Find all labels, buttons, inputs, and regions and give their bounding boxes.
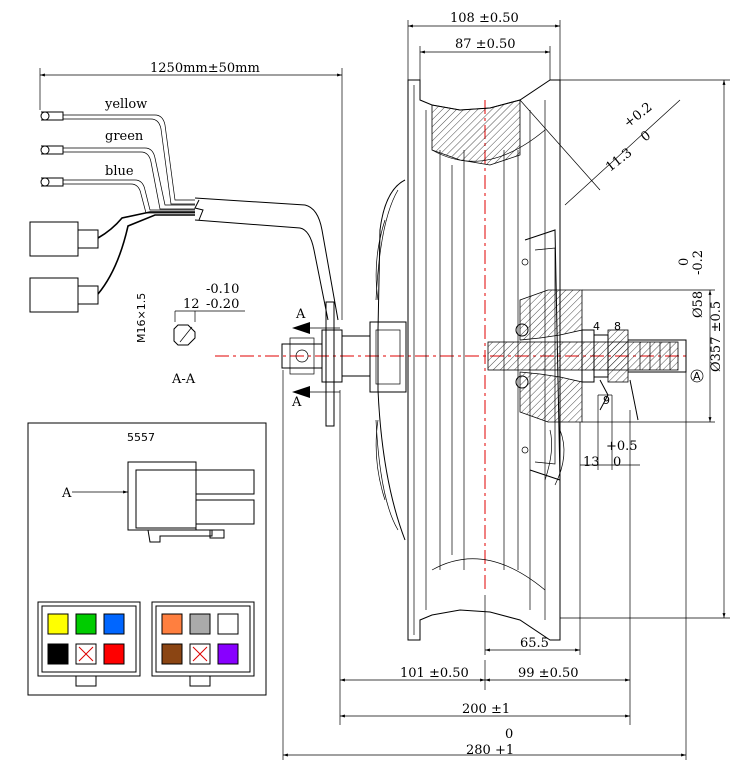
- dim-dia58-tol-upper: 0: [677, 258, 692, 266]
- ring-terminal-green: [40, 145, 64, 155]
- wire-label-yellow: yellow: [104, 97, 147, 112]
- cable-length-label: 1250mm±50mm: [150, 61, 260, 76]
- flag-connector-2: [29, 277, 79, 313]
- hub-motor-drawing: A A 108 ±0.50 87 ±0.50: [215, 11, 730, 760]
- datum-circle: [690, 369, 704, 383]
- bolt-tol-upper: -0.10: [206, 282, 239, 297]
- connector-model: 5557: [127, 431, 155, 444]
- bolt-width: 12: [183, 297, 200, 312]
- dim-dia357: Ø357 ±0.5: [709, 301, 724, 372]
- dim-13-tol-lower: 0: [613, 455, 621, 470]
- dim-9: 9: [603, 394, 610, 407]
- left-pin-3: [103, 613, 125, 635]
- bolt-section: M16×1.5 -0.10 12 -0.20 A-A: [135, 282, 245, 387]
- wire-harness: 1250mm±50mm yellow green blue: [29, 61, 343, 321]
- right-pin-3: [217, 613, 239, 635]
- right-pin-1: [161, 613, 183, 635]
- section-marker-top: A: [295, 307, 306, 322]
- dim-280: 280 +1: [466, 743, 514, 758]
- dim-13: 13: [583, 455, 600, 470]
- dim-13-tol-upper: +0.5: [606, 439, 638, 454]
- right-pin-4: [161, 643, 183, 665]
- right-pin-2: [189, 613, 211, 635]
- left-pin-2: [75, 613, 97, 635]
- dim-65: 65.5: [520, 636, 549, 651]
- wire-label-green: green: [105, 129, 144, 144]
- dim-280-tol: 0: [505, 727, 513, 742]
- right-pin-5-empty-mark: [192, 646, 208, 662]
- section-marker-bottom: A: [291, 395, 302, 410]
- ring-terminal-yellow: [40, 111, 64, 121]
- thread-label: M16×1.5: [135, 293, 148, 343]
- dim-angle-tol-upper: +0.2: [621, 100, 655, 131]
- bolt-tol-lower: -0.20: [206, 297, 239, 312]
- dim-dia58-tol-lower: -0.2: [691, 250, 706, 275]
- bolt-section-shape: [173, 324, 196, 346]
- flag-connector-1: [29, 221, 79, 257]
- dim-87: 87 ±0.50: [455, 37, 516, 52]
- left-pin-4: [47, 643, 69, 665]
- section-label: A-A: [171, 372, 196, 387]
- pin-header-left: [37, 601, 141, 687]
- right-pin-6: [217, 643, 239, 665]
- dim-101: 101 ±0.50: [400, 666, 469, 681]
- left-pin-1: [47, 613, 69, 635]
- connector-box: 5557 A: [27, 422, 267, 696]
- dim-99: 99 ±0.50: [518, 666, 579, 681]
- connector-arrow-label: A: [61, 486, 72, 501]
- datum-symbol: A: [693, 370, 701, 383]
- left-pin-6: [103, 643, 125, 665]
- dim-200: 200 ±1: [462, 702, 510, 717]
- dim-angle-tol-lower: 0: [638, 128, 654, 145]
- dim-angle-value: 11.3: [603, 146, 635, 176]
- left-pin-5-empty-mark: [78, 646, 94, 662]
- dim-dia58: Ø58: [691, 291, 706, 318]
- dim-8: 8: [614, 320, 621, 333]
- dim-108: 108 ±0.50: [450, 11, 519, 26]
- ring-terminal-blue: [40, 177, 64, 187]
- pin-header-right: [151, 601, 255, 687]
- dim-4: 4: [593, 320, 600, 333]
- wire-label-blue: blue: [105, 164, 134, 179]
